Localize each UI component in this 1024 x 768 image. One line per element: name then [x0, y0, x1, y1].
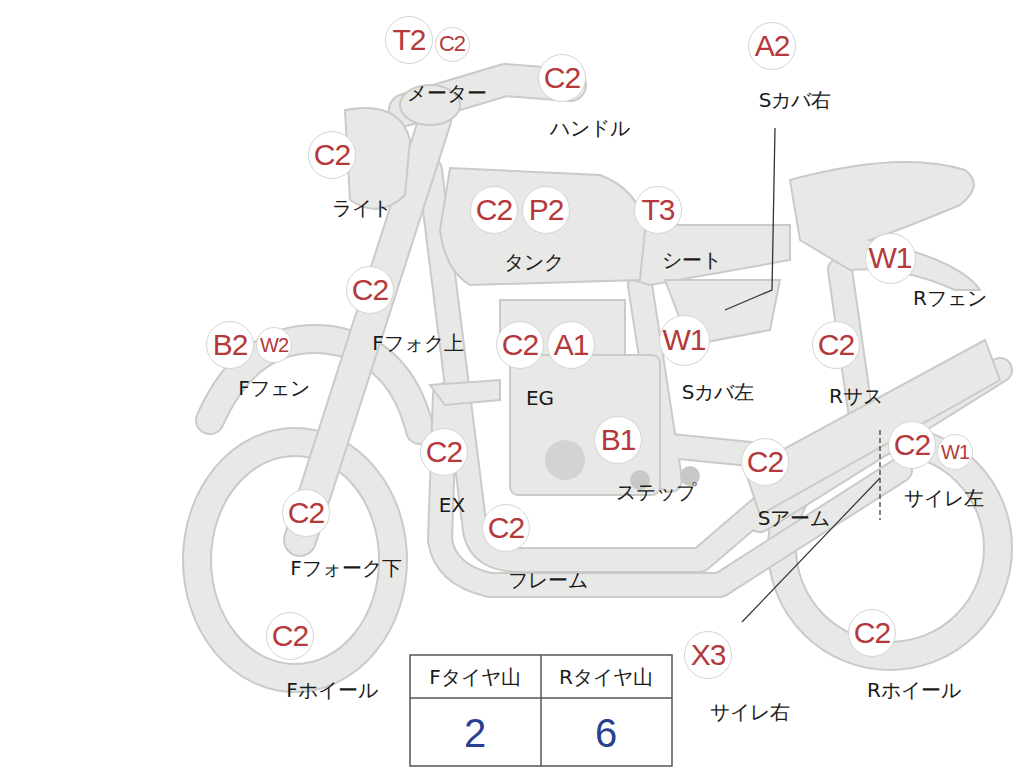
part-label: EX	[439, 494, 465, 516]
callout-circle: X3	[684, 631, 732, 679]
callout-code: B1	[601, 425, 636, 455]
callout-code: C2	[439, 33, 465, 55]
callout-code: T2	[392, 25, 425, 55]
part-label: Fフェン	[238, 377, 310, 399]
callout-circle: T3	[634, 186, 682, 234]
part-label: Rサス	[829, 385, 883, 407]
callout-code: C2	[488, 513, 524, 543]
callout-code: A1	[554, 330, 589, 360]
callout-circle: W1	[865, 233, 916, 284]
part-label: Sアーム	[758, 507, 831, 529]
part-label: Rフェン	[913, 287, 987, 309]
part-label: サイレ左	[904, 487, 984, 509]
callout-code: C2	[747, 447, 783, 477]
callout-circle: C2	[812, 321, 860, 369]
part-label: Sカバ右	[759, 89, 832, 111]
part-label: フレーム	[508, 569, 588, 591]
part-label: タンク	[504, 251, 564, 273]
callout-code: C2	[352, 275, 388, 305]
part-label: メーター	[407, 82, 487, 104]
callout-circle: C2	[420, 428, 468, 476]
callout-circle: T2	[385, 16, 433, 64]
callout-code: C2	[288, 498, 324, 528]
callout-circle: W2	[256, 327, 292, 363]
callout-circle: C2	[308, 131, 356, 179]
callout-code: W1	[941, 442, 969, 462]
part-label: Rホイール	[867, 679, 961, 701]
callout-circle: C2	[888, 421, 936, 469]
callout-circle: B1	[594, 416, 642, 464]
callout-circle: C2	[470, 186, 518, 234]
callout-circle: C2	[266, 612, 314, 660]
table-value: 6	[595, 711, 617, 755]
callout-circle: C2	[346, 266, 394, 314]
callout-circle: C2	[282, 489, 330, 537]
part-label: シート	[662, 249, 722, 271]
callout-code: A2	[755, 31, 790, 61]
part-label: Fホイール	[286, 679, 378, 701]
part-label: サイレ右	[710, 701, 790, 723]
callout-circle: C2	[496, 321, 544, 369]
callout-circle: C2	[435, 27, 470, 62]
callout-code: C2	[854, 618, 890, 648]
part-label: EG	[526, 387, 554, 409]
part-label: ハンドル	[550, 117, 630, 139]
part-label: ライト	[332, 197, 392, 219]
callout-code: W1	[663, 325, 706, 355]
callout-circle: P2	[522, 186, 570, 234]
callout-circle: C2	[482, 504, 530, 552]
callout-code: C2	[894, 430, 930, 460]
callout-circle: B2	[206, 321, 254, 369]
part-label: Sカバ左	[682, 381, 755, 403]
callout-circle: C2	[741, 438, 789, 486]
callout-code: T3	[641, 195, 674, 225]
table-header: Rタイヤ山	[559, 666, 653, 688]
callout-code: P2	[529, 195, 564, 225]
callout-code: C2	[818, 330, 854, 360]
part-label: Fフォク上	[372, 332, 464, 354]
table-header: Fタイヤ山	[429, 666, 521, 688]
part-label: Fフォーク下	[290, 557, 402, 579]
callout-circle: A1	[547, 321, 595, 369]
callout-code: W2	[260, 335, 288, 355]
callout-circle: W1	[659, 315, 710, 366]
callout-circle: C2	[848, 609, 896, 657]
callout-code: C2	[272, 621, 308, 651]
callout-code: C2	[426, 437, 462, 467]
callout-code: C2	[314, 140, 350, 170]
callout-circle: A2	[748, 22, 796, 70]
part-label: ステップ	[616, 481, 696, 503]
callout-circle: W1	[937, 434, 973, 470]
callout-code: C2	[476, 195, 512, 225]
callout-code: W1	[869, 243, 912, 273]
callout-code: C2	[502, 330, 538, 360]
callout-circle: C2	[538, 54, 586, 102]
callout-code: X3	[691, 640, 726, 670]
table-value: 2	[464, 711, 486, 755]
callout-code: C2	[544, 63, 580, 93]
callout-code: B2	[213, 330, 248, 360]
